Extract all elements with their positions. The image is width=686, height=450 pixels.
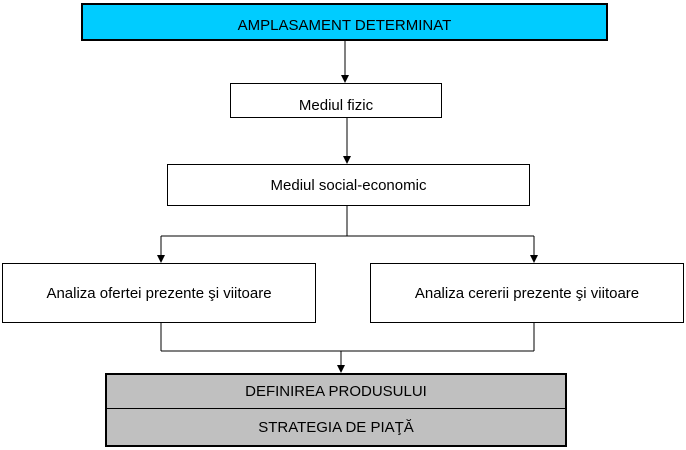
box-mediul-social-economic: Mediul social-economic [167,164,530,206]
box-analiza-ofertei: Analiza ofertei prezente şi viitoare [2,263,316,323]
box-mediul-social-economic-label: Mediul social-economic [270,176,427,194]
box-strategia-de-piata-label: STRATEGIA DE PIAŢĂ [258,418,414,436]
box-mediul-fizic-label: Mediul fizic [298,97,374,114]
box-definirea-produsului: DEFINIREA PRODUSULUI [105,373,567,409]
box-analiza-ofertei-label: Analiza ofertei prezente şi viitoare [46,284,272,302]
box-amplasament-determinat: AMPLASAMENT DETERMINAT [81,3,608,41]
box-amplasament-label: AMPLASAMENT DETERMINAT [237,16,452,34]
box-definirea-produsului-label: DEFINIREA PRODUSULUI [245,383,427,400]
box-analiza-cererii-label: Analiza cererii prezente şi viitoare [414,284,640,302]
box-mediul-fizic: Mediul fizic [230,83,442,118]
box-strategia-de-piata: STRATEGIA DE PIAŢĂ [105,408,567,447]
box-analiza-cererii: Analiza cererii prezente şi viitoare [370,263,684,323]
